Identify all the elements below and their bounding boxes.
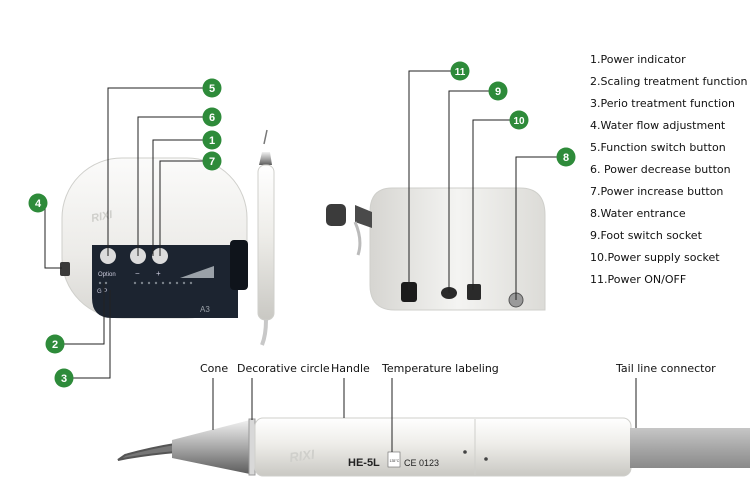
handle-dot	[463, 450, 467, 454]
label-decorative-circle: Decorative circle	[237, 362, 330, 375]
callout-number: 11	[455, 67, 466, 78]
decorative-circle	[248, 418, 256, 476]
callout-circle-9	[488, 81, 508, 101]
label-tail-connector: Tail line connector	[616, 362, 716, 375]
power-level-ramp	[180, 266, 214, 278]
power-level-leds	[98, 281, 193, 285]
handpiece-brand: RIXI	[288, 447, 316, 465]
legend-item: 7.Power increase button	[590, 185, 724, 198]
callout-number: 6	[209, 112, 215, 124]
main-unit-rear	[326, 187, 546, 311]
callout-number: 3	[61, 373, 67, 385]
handpiece-detail: RIXI HE-5L 135°C CE 0123	[117, 417, 750, 477]
legend-item: 8.Water entrance	[590, 207, 686, 220]
display-strip	[230, 240, 248, 290]
water-knob	[60, 262, 70, 276]
callout-number: 8	[563, 152, 569, 164]
callout-number: 9	[495, 86, 501, 98]
legend-item: 5.Function switch button	[590, 141, 726, 154]
callout-circle-6	[202, 107, 222, 127]
model-badge: A3	[200, 305, 210, 314]
power-switch	[401, 282, 417, 302]
handle-dot	[484, 457, 488, 461]
power-supply-socket	[467, 284, 481, 300]
callout-number: 10	[513, 116, 525, 127]
callout-circle-2	[45, 334, 65, 354]
callout-circle-11	[450, 61, 470, 81]
plus-label: +	[156, 269, 161, 278]
label-cone: Cone	[200, 362, 229, 375]
callout-markers: 1 2 3 4 5 6 7 8 9 10 11	[28, 61, 576, 388]
legend-item: 3.Perio treatment function	[590, 97, 735, 110]
main-unit-front: Option − + G P A3 RIXI	[60, 157, 248, 319]
cone	[172, 420, 250, 474]
callout-number: 7	[209, 156, 215, 168]
callout-number: 5	[209, 83, 215, 95]
temperature-badge	[387, 451, 401, 468]
handpiece-model: HE-5L	[348, 457, 380, 469]
callout-circle-4	[28, 193, 48, 213]
mode-labels: G P	[97, 289, 107, 295]
callout-circle-5	[202, 78, 222, 98]
legend-item: 9.Foot switch socket	[590, 229, 702, 242]
legend-item: 4.Water flow adjustment	[590, 119, 726, 132]
option-label: Option	[98, 272, 116, 278]
leader-lines	[44, 70, 565, 379]
legend-item: 1.Power indicator	[590, 53, 686, 66]
handpiece-leaders	[212, 378, 637, 452]
scaler-tip	[117, 443, 177, 461]
callout-circle-10	[509, 110, 529, 130]
legend-item: 2.Scaling treatment function	[590, 75, 748, 88]
legend-item: 11.Power ON/OFF	[590, 273, 687, 286]
callout-circle-3	[54, 368, 74, 388]
feature-legend: 1.Power indicator 2.Scaling treatment fun…	[590, 52, 747, 294]
temperature-badge-text: 135°C	[390, 459, 400, 463]
label-handle: Handle	[331, 362, 370, 375]
callout-number: 1	[209, 135, 215, 147]
tail-cable	[630, 428, 750, 468]
label-temperature: Temperature labeling	[382, 362, 499, 375]
callout-circle-7	[202, 151, 222, 171]
callout-circle-1	[202, 130, 222, 150]
handpiece-in-holder	[257, 129, 275, 346]
minus-label: −	[135, 269, 140, 278]
callout-number: 4	[35, 198, 42, 210]
callout-number: 2	[52, 339, 58, 351]
legend-item: 6. Power decrease button	[590, 163, 731, 176]
callout-circle-8	[556, 147, 576, 167]
main-unit-panel	[92, 245, 238, 318]
legend-item: 10.Power supply socket	[590, 251, 720, 264]
ce-mark: CE 0123	[404, 458, 439, 468]
